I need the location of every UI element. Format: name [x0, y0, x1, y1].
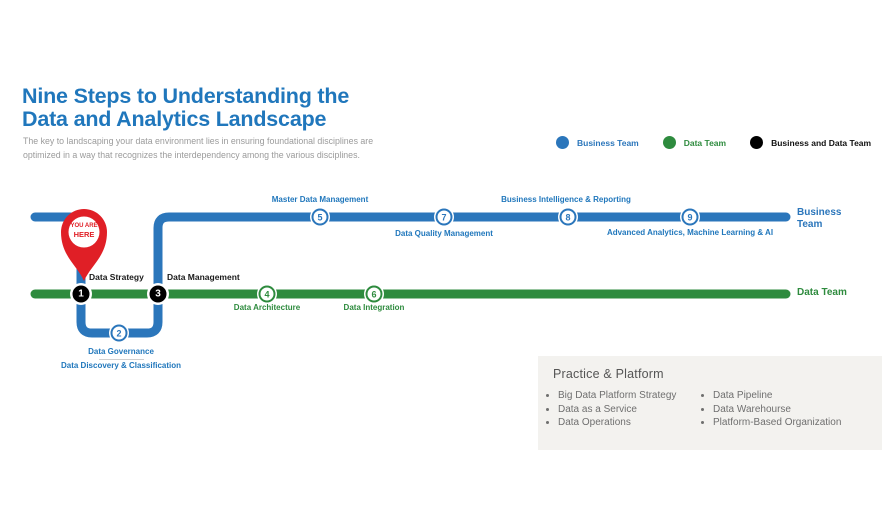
practice-platform-title: Practice & Platform: [553, 367, 664, 381]
station-3: 3: [148, 284, 168, 304]
legend-label: Business Team: [577, 137, 639, 148]
station-number: 1: [78, 288, 84, 300]
business-team-line-label-line2: Team: [797, 218, 823, 230]
practice-item: Data Operations: [558, 416, 676, 430]
station-2: 2: [110, 324, 128, 342]
station-number: 7: [441, 212, 447, 222]
you-are-here-pin-icon: [61, 209, 107, 281]
station-number: 6: [371, 289, 377, 299]
station-number: 3: [155, 288, 161, 300]
station-8: 8: [559, 208, 577, 226]
page-title-line2: Data and Analytics Landscape: [22, 107, 327, 131]
station-number: 4: [264, 289, 270, 299]
practice-item: Data Pipeline: [713, 389, 841, 403]
station-8-label: Business Intelligence & Reporting: [501, 195, 631, 204]
practice-item: Data as a Service: [558, 403, 676, 417]
practice-item: Data Warehourse: [713, 403, 841, 417]
practice-platform-box: Practice & Platform Big Data Platform St…: [538, 356, 882, 450]
station-3-label: Data Management: [167, 272, 240, 282]
station-2-label-discovery: Data Discovery & Classification: [60, 361, 182, 370]
station-5: 5: [311, 208, 329, 226]
legend-label: Business and Data Team: [771, 137, 872, 148]
station-4-label: Data Architecture: [233, 303, 301, 312]
business-team-dot-icon: [556, 136, 569, 149]
business-team-line-label: Business Team: [797, 207, 841, 230]
station-1: 1: [71, 284, 91, 304]
station-5-label: Master Data Management: [271, 195, 369, 204]
station-9: 9: [681, 208, 699, 226]
legend-item-data-team: Data Team: [662, 136, 727, 149]
page-subtitle: The key to landscaping your data environ…: [23, 135, 373, 162]
station-number: 2: [116, 328, 122, 338]
legend: Business Team Data Team Business and Dat…: [556, 136, 871, 149]
legend-item-business-and-data-team: Business and Data Team: [750, 136, 871, 149]
station-7-label: Data Quality Management: [395, 229, 493, 238]
page-subtitle-line2: optimized in a way that recognizes the i…: [23, 149, 360, 160]
practice-item: Platform-Based Organization: [713, 416, 841, 430]
station-6: 6: [365, 285, 383, 303]
station-number: 8: [565, 212, 571, 222]
page-title: Nine Steps to Understanding the Data and…: [22, 85, 349, 131]
station-6-label: Data Integration: [343, 303, 405, 312]
station-9-label: Advanced Analytics, Machine Learning & A…: [606, 228, 774, 237]
data-team-line-label: Data Team: [797, 287, 847, 298]
data-team-dot-icon: [662, 136, 676, 149]
station-number: 5: [317, 212, 323, 222]
business-and-data-team-dot-icon: [750, 136, 764, 149]
station-1-label: Data Strategy: [89, 272, 144, 282]
legend-label: Data Team: [683, 137, 727, 148]
you-are-here-line2: HERE: [73, 229, 95, 239]
station-number: 9: [687, 212, 693, 222]
practice-item: Big Data Platform Strategy: [558, 389, 676, 403]
station-4: 4: [258, 285, 276, 303]
page-title-line1: Nine Steps to Understanding the: [22, 84, 350, 108]
legend-item-business-team: Business Team: [556, 136, 639, 149]
business-team-line-label-line1: Business: [797, 207, 842, 218]
you-are-here-label: YOU ARE HERE: [70, 223, 97, 238]
station-7: 7: [435, 208, 453, 226]
practice-list-left: Big Data Platform Strategy Data as a Ser…: [538, 389, 676, 430]
page-subtitle-line1: The key to landscaping your data environ…: [23, 136, 374, 146]
you-are-here-line1: YOU ARE: [70, 223, 98, 229]
station-2-label-governance: Data Governance: [88, 347, 154, 356]
practice-list-right: Data Pipeline Data Warehourse Platform-B…: [693, 389, 841, 430]
station-2-label-divider: [99, 359, 144, 360]
